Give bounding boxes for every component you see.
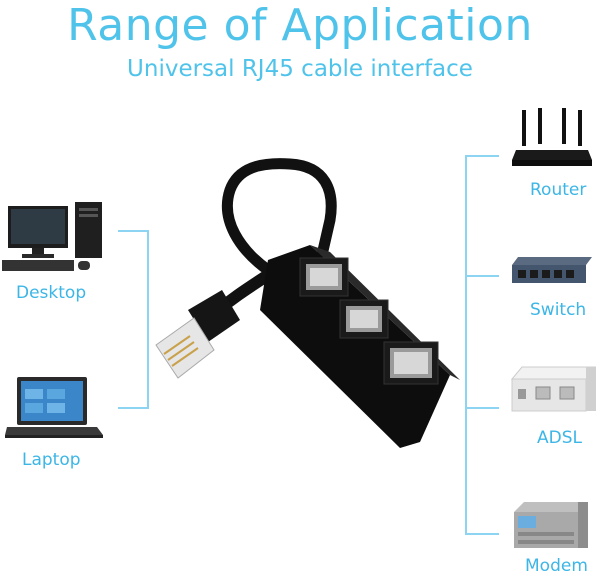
modem-icon [514, 502, 588, 548]
switch-connector-line [465, 275, 499, 277]
adsl-icon [510, 366, 596, 412]
adsl-connector-line [465, 407, 499, 409]
router-label: Router [530, 180, 587, 200]
laptop-connector-line [118, 407, 149, 409]
desktop-connector-line [118, 230, 149, 232]
router-icon [512, 108, 592, 166]
desktop-label: Desktop [16, 283, 87, 303]
right-bracket-line [465, 155, 467, 535]
page-title: Range of Application [67, 0, 533, 51]
modem-connector-line [465, 533, 499, 535]
desktop-icon [2, 202, 102, 271]
laptop-icon [5, 377, 103, 438]
page-subtitle: Universal RJ45 cable interface [127, 56, 473, 82]
modem-label: Modem [525, 556, 588, 576]
router-connector-line [465, 155, 499, 157]
laptop-label: Laptop [22, 450, 81, 470]
adsl-label: ADSL [537, 428, 582, 448]
switch-label: Switch [530, 300, 587, 320]
switch-icon [512, 257, 592, 283]
left-bracket-line [147, 230, 149, 408]
rj45-splitter-icon [155, 158, 460, 448]
